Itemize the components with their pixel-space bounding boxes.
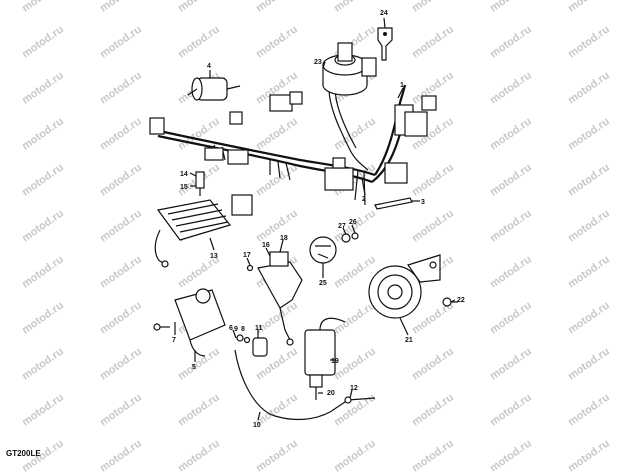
part-label-22: 22 bbox=[457, 297, 465, 304]
part-label-4: 4 bbox=[207, 63, 211, 70]
part-label-26: 26 bbox=[349, 219, 357, 226]
part-label-14: 14 bbox=[180, 171, 188, 178]
horn-bolt bbox=[442, 297, 458, 307]
part-label-1: 1 bbox=[400, 82, 404, 89]
part-label-18: 18 bbox=[280, 235, 288, 242]
part-label-9: 9 bbox=[234, 326, 238, 333]
part-label-6: 6 bbox=[229, 325, 233, 332]
regulator-rectifier bbox=[154, 171, 253, 268]
small-parts bbox=[236, 197, 413, 357]
part-label-21: 21 bbox=[405, 337, 413, 344]
part-labels: 1 2 3 4 5 6 7 8 9 10 11 12 13 14 15 16 1… bbox=[172, 10, 465, 429]
leader-lines bbox=[174, 17, 456, 421]
part-label-3: 3 bbox=[421, 199, 425, 206]
relay-bolt bbox=[153, 323, 170, 331]
part-label-12: 12 bbox=[350, 385, 358, 392]
ignition-coil bbox=[304, 317, 346, 376]
part-label-8: 8 bbox=[241, 326, 245, 333]
part-label-15: 15 bbox=[180, 184, 188, 191]
part-label-13: 13 bbox=[210, 253, 218, 260]
part-label-7: 7 bbox=[172, 337, 176, 344]
part-label-2: 2 bbox=[362, 196, 366, 203]
part-label-5: 5 bbox=[192, 364, 196, 371]
part-label-20: 20 bbox=[327, 390, 335, 397]
relay-bracket bbox=[257, 251, 303, 346]
ground-cable bbox=[234, 349, 376, 421]
ignition-key bbox=[377, 27, 393, 61]
part-label-17: 17 bbox=[243, 252, 251, 259]
part-label-23: 23 bbox=[314, 59, 322, 66]
part-label-27: 27 bbox=[338, 223, 346, 230]
part-label-10: 10 bbox=[253, 422, 261, 429]
part-label-11: 11 bbox=[255, 325, 263, 332]
spark-plug-cap bbox=[309, 374, 323, 400]
starter-relay bbox=[174, 288, 226, 357]
ignition-switch bbox=[322, 42, 377, 96]
part-label-24: 24 bbox=[380, 10, 388, 17]
part-label-25: 25 bbox=[319, 280, 327, 287]
diagram-code: GT200LE bbox=[6, 449, 41, 458]
fuse-holder bbox=[187, 77, 241, 101]
part-label-16: 16 bbox=[262, 242, 270, 249]
horn bbox=[368, 254, 441, 319]
turn-signal-relay bbox=[309, 236, 337, 264]
part-label-19: 19 bbox=[331, 358, 339, 365]
